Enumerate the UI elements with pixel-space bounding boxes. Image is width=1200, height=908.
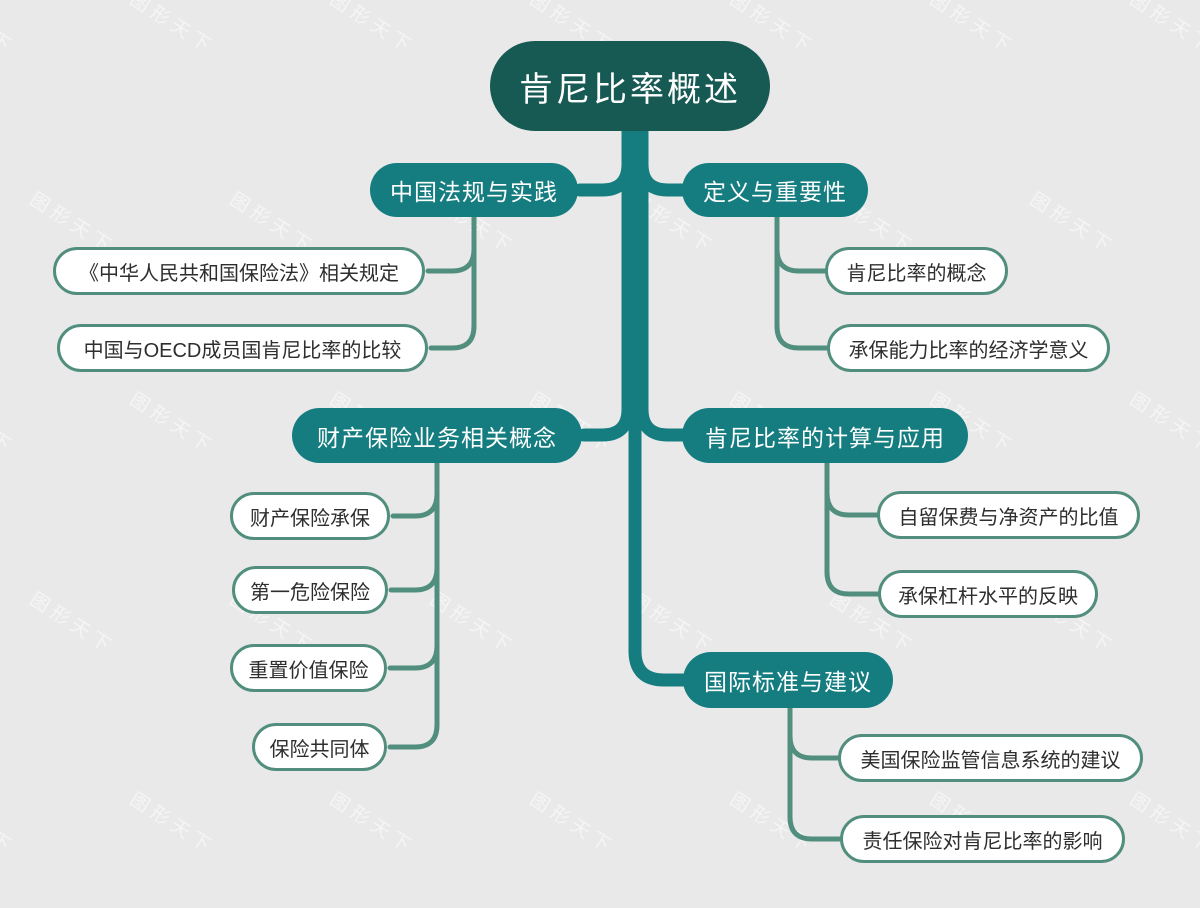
root-topic[interactable]: 肯尼比率概述 — [490, 41, 770, 131]
edge-root-to-international — [628, 113, 692, 687]
branch-property-insurance-concepts[interactable]: 财产保险业务相关概念 — [292, 408, 582, 463]
child-underwriting-capacity-meaning[interactable]: 承保能力比率的经济学意义 — [827, 324, 1110, 372]
child-insurance-pool[interactable]: 保险共同体 — [252, 723, 387, 771]
edge-definition-child-0 — [774, 210, 831, 274]
branch-china-regulations[interactable]: 中国法规与实践 — [370, 163, 578, 217]
edge-property-concepts-child-1 — [388, 456, 440, 593]
child-retained-premium-net-assets-ratio[interactable]: 自留保费与净资产的比值 — [877, 491, 1140, 539]
edge-china-regulations-child-0 — [425, 210, 477, 274]
branch-definition-importance[interactable]: 定义与重要性 — [682, 163, 868, 217]
branch-calculation-application[interactable]: 肯尼比率的计算与应用 — [682, 408, 968, 463]
child-liability-insurance-impact[interactable]: 责任保险对肯尼比率的影响 — [840, 815, 1125, 863]
edge-calculation-child-1 — [824, 456, 884, 597]
child-replacement-value-insurance[interactable]: 重置价值保险 — [230, 644, 387, 692]
child-china-oecd-comparison[interactable]: 中国与OECD成员国肯尼比率的比较 — [57, 324, 428, 372]
child-underwriting-leverage-reflection[interactable]: 承保杠杆水平的反映 — [878, 570, 1098, 618]
edge-property-concepts-child-2 — [387, 456, 440, 671]
child-first-risk-insurance[interactable]: 第一危险保险 — [232, 566, 388, 614]
edge-definition-child-1 — [774, 210, 833, 351]
edge-root-to-property-concepts — [577, 113, 635, 442]
child-us-iris-recommendation[interactable]: 美国保险监管信息系统的建议 — [838, 734, 1143, 782]
edge-property-concepts-child-3 — [387, 456, 440, 750]
edge-international-child-0 — [787, 701, 844, 761]
branch-international-standards[interactable]: 国际标准与建议 — [683, 652, 893, 708]
child-insurance-law-regulations[interactable]: 《中华人民共和国保险法》相关规定 — [53, 247, 425, 295]
edge-china-regulations-child-1 — [428, 210, 477, 351]
child-kenney-ratio-concept[interactable]: 肯尼比率的概念 — [825, 247, 1008, 295]
edge-root-to-calculation — [635, 113, 691, 442]
child-property-underwriting[interactable]: 财产保险承保 — [230, 492, 390, 540]
edge-property-concepts-child-0 — [390, 456, 440, 519]
edge-calculation-child-0 — [824, 456, 883, 518]
edge-international-child-1 — [787, 701, 846, 842]
